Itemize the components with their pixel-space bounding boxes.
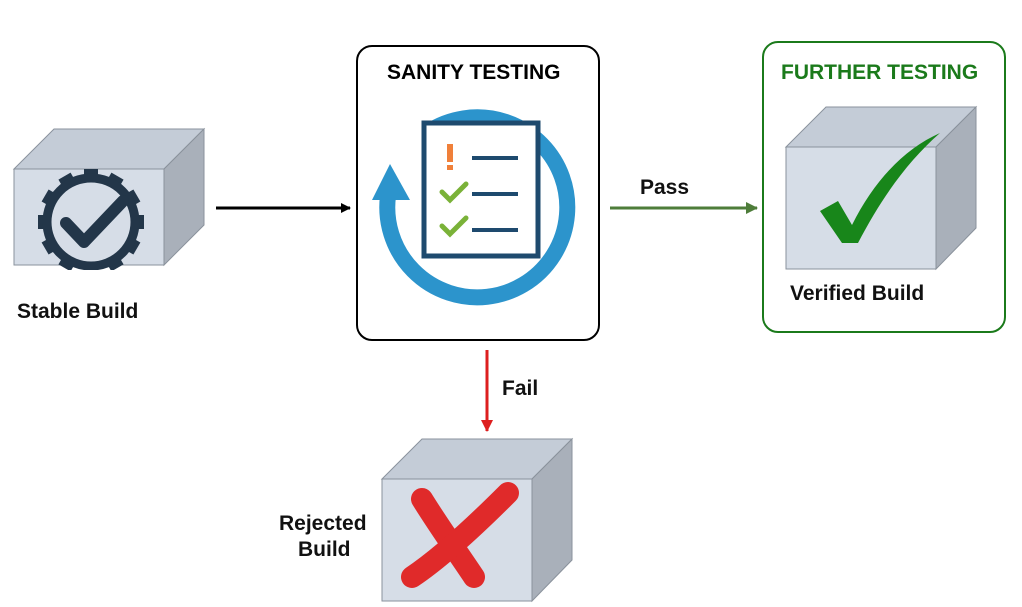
rejected-build-cube — [380, 437, 574, 603]
gear-check-icon — [38, 169, 144, 270]
check-mark-icon — [820, 133, 940, 243]
verified-build-cube — [784, 105, 978, 271]
further-testing-title: FURTHER TESTING — [781, 61, 979, 84]
cross-icon — [401, 482, 519, 588]
checklist-cycle-icon — [372, 109, 576, 306]
pass-label: Pass — [640, 176, 690, 199]
fail-label: Fail — [502, 377, 539, 400]
rejected-build-label-line2: Build — [298, 538, 351, 561]
sanity-testing-title: SANITY TESTING — [387, 61, 561, 84]
stable-build-label: Stable Build — [17, 300, 139, 323]
small-check-icon — [439, 181, 469, 204]
stable-build-cube — [12, 127, 206, 270]
verified-build-label: Verified Build — [790, 282, 925, 305]
exclaim-icon — [447, 144, 453, 162]
small-check-icon — [439, 215, 469, 238]
rejected-build-label-line1: Rejected — [279, 512, 367, 535]
